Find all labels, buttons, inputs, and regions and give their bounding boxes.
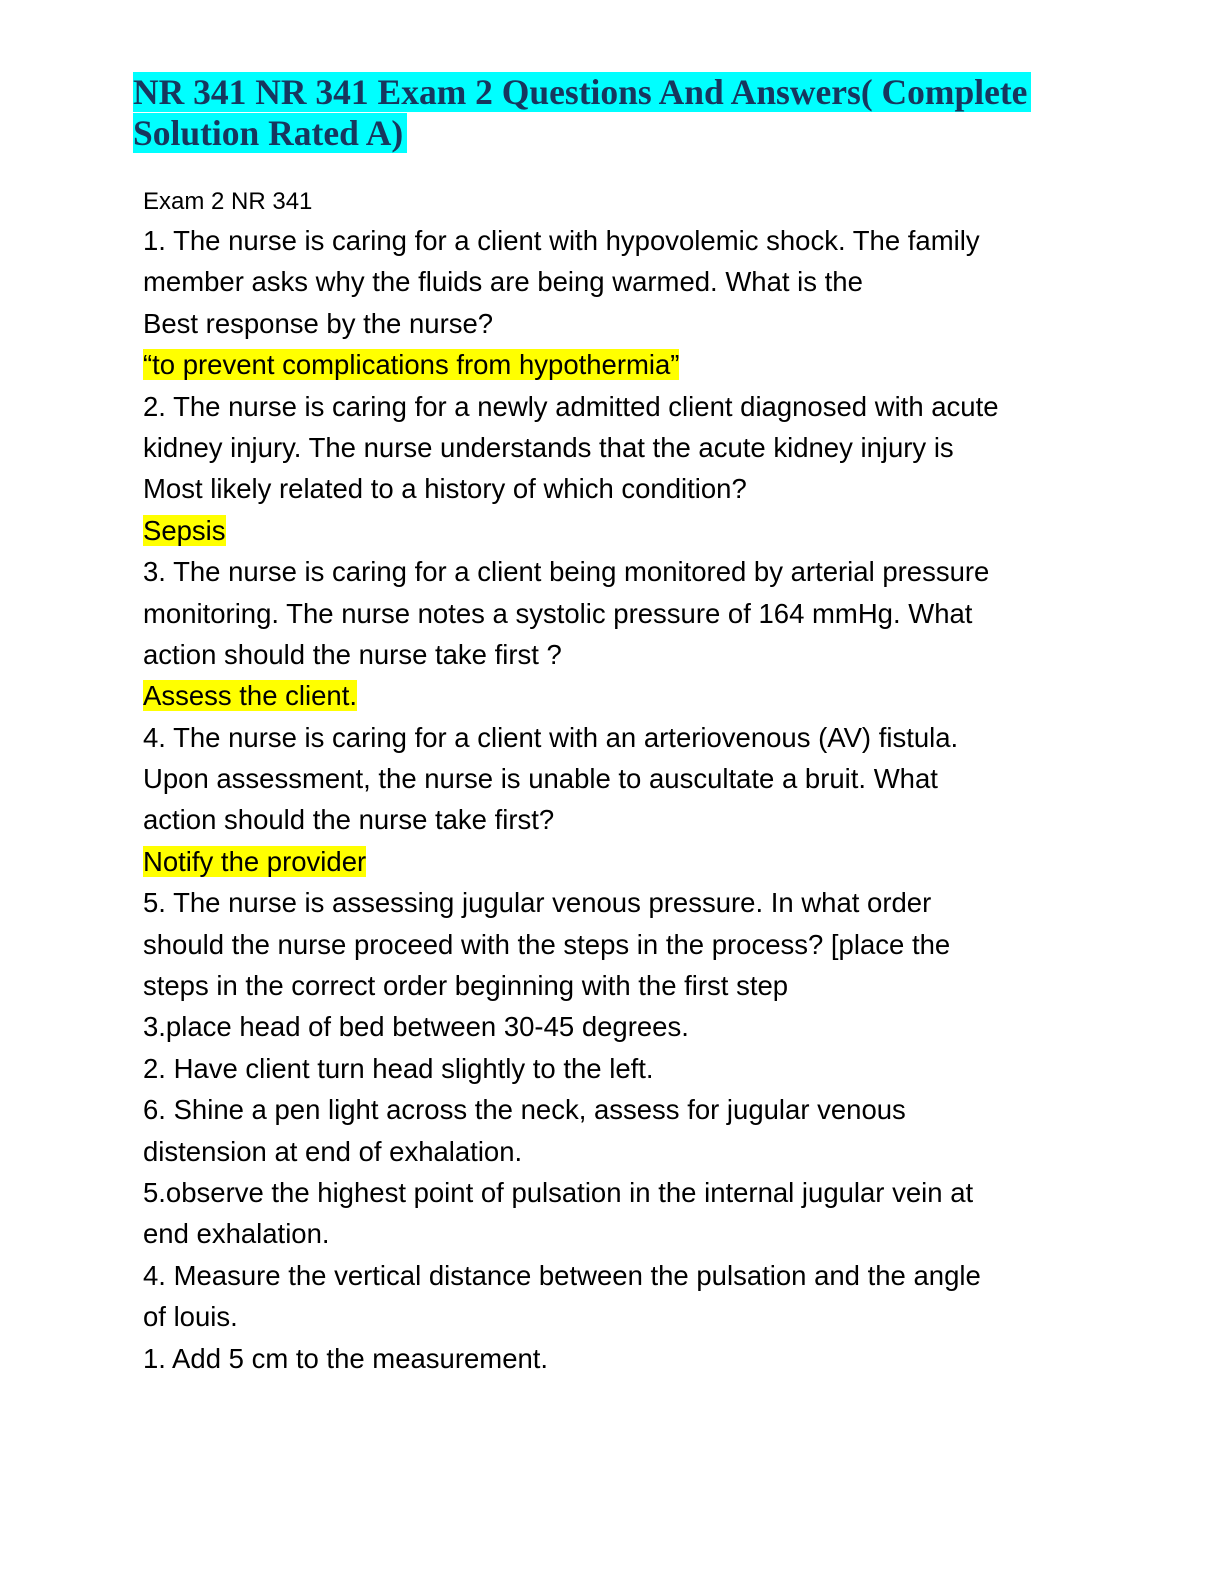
question-5-step-line-1: 3.place head of bed between 30-45 degree… [143,1011,689,1043]
question-5-step-line-9: 1. Add 5 cm to the measurement. [143,1342,549,1374]
question-5-line-1: 5. The nurse is assessing jugular venous… [143,887,932,919]
question-5: 5. The nurse is assessing jugular venous… [143,882,1093,1379]
answer-4: Notify the provider [143,845,367,877]
question-4-line-1: 4. The nurse is caring for a client with… [143,721,959,753]
question-5-line-3: steps in the correct order beginning wit… [143,970,789,1002]
title-line-2: Solution Rated A) [133,113,408,153]
question-5-step-line-6: end exhalation. [143,1218,330,1250]
document-body: Exam 2 NR 341 1. The nurse is caring for… [143,184,1093,1379]
title-line-1: NR 341 NR 341 Exam 2 Questions And Answe… [133,72,1032,112]
question-1-line-2: member asks why the fluids are being war… [143,266,863,298]
answer-1: “to prevent complications from hypotherm… [143,349,680,381]
question-5-step-line-2: 2. Have client turn head slightly to the… [143,1052,654,1084]
question-1: 1. The nurse is caring for a client with… [143,220,1093,386]
question-5-step-line-4: distension at end of exhalation. [143,1135,523,1167]
question-5-step-line-5: 5.observe the highest point of pulsation… [143,1176,974,1208]
answer-2: Sepsis [143,514,226,546]
question-1-line-1: 1. The nurse is caring for a client with… [143,225,980,256]
question-3-line-1: 3. The nurse is caring for a client bein… [143,556,990,588]
answer-3: Assess the client. [143,680,357,712]
question-4: 4. The nurse is caring for a client with… [143,717,1093,883]
exam-subtitle: Exam 2 NR 341 [143,188,313,215]
question-5-step-line-3: 6. Shine a pen light across the neck, as… [143,1094,906,1126]
question-4-line-2: Upon assessment, the nurse is unable to … [143,763,938,795]
question-5-step-line-8: of louis. [143,1301,238,1333]
question-4-line-3: action should the nurse take first? [143,804,555,836]
page-title: NR 341 NR 341 Exam 2 Questions And Answe… [133,72,1073,154]
question-3: 3. The nurse is caring for a client bein… [143,551,1093,717]
question-2-line-2: kidney injury. The nurse understands tha… [143,431,954,463]
question-2-line-1: 2. The nurse is caring for a newly admit… [143,390,999,422]
question-1-line-3: Best response by the nurse? [143,307,494,339]
question-3-line-2: monitoring. The nurse notes a systolic p… [143,597,973,629]
question-5-line-2: should the nurse proceed with the steps … [143,928,951,960]
question-2-line-3: Most likely related to a history of whic… [143,473,747,505]
question-5-step-line-7: 4. Measure the vertical distance between… [143,1259,981,1291]
question-3-line-3: action should the nurse take first ? [143,638,562,670]
question-2: 2. The nurse is caring for a newly admit… [143,386,1093,552]
